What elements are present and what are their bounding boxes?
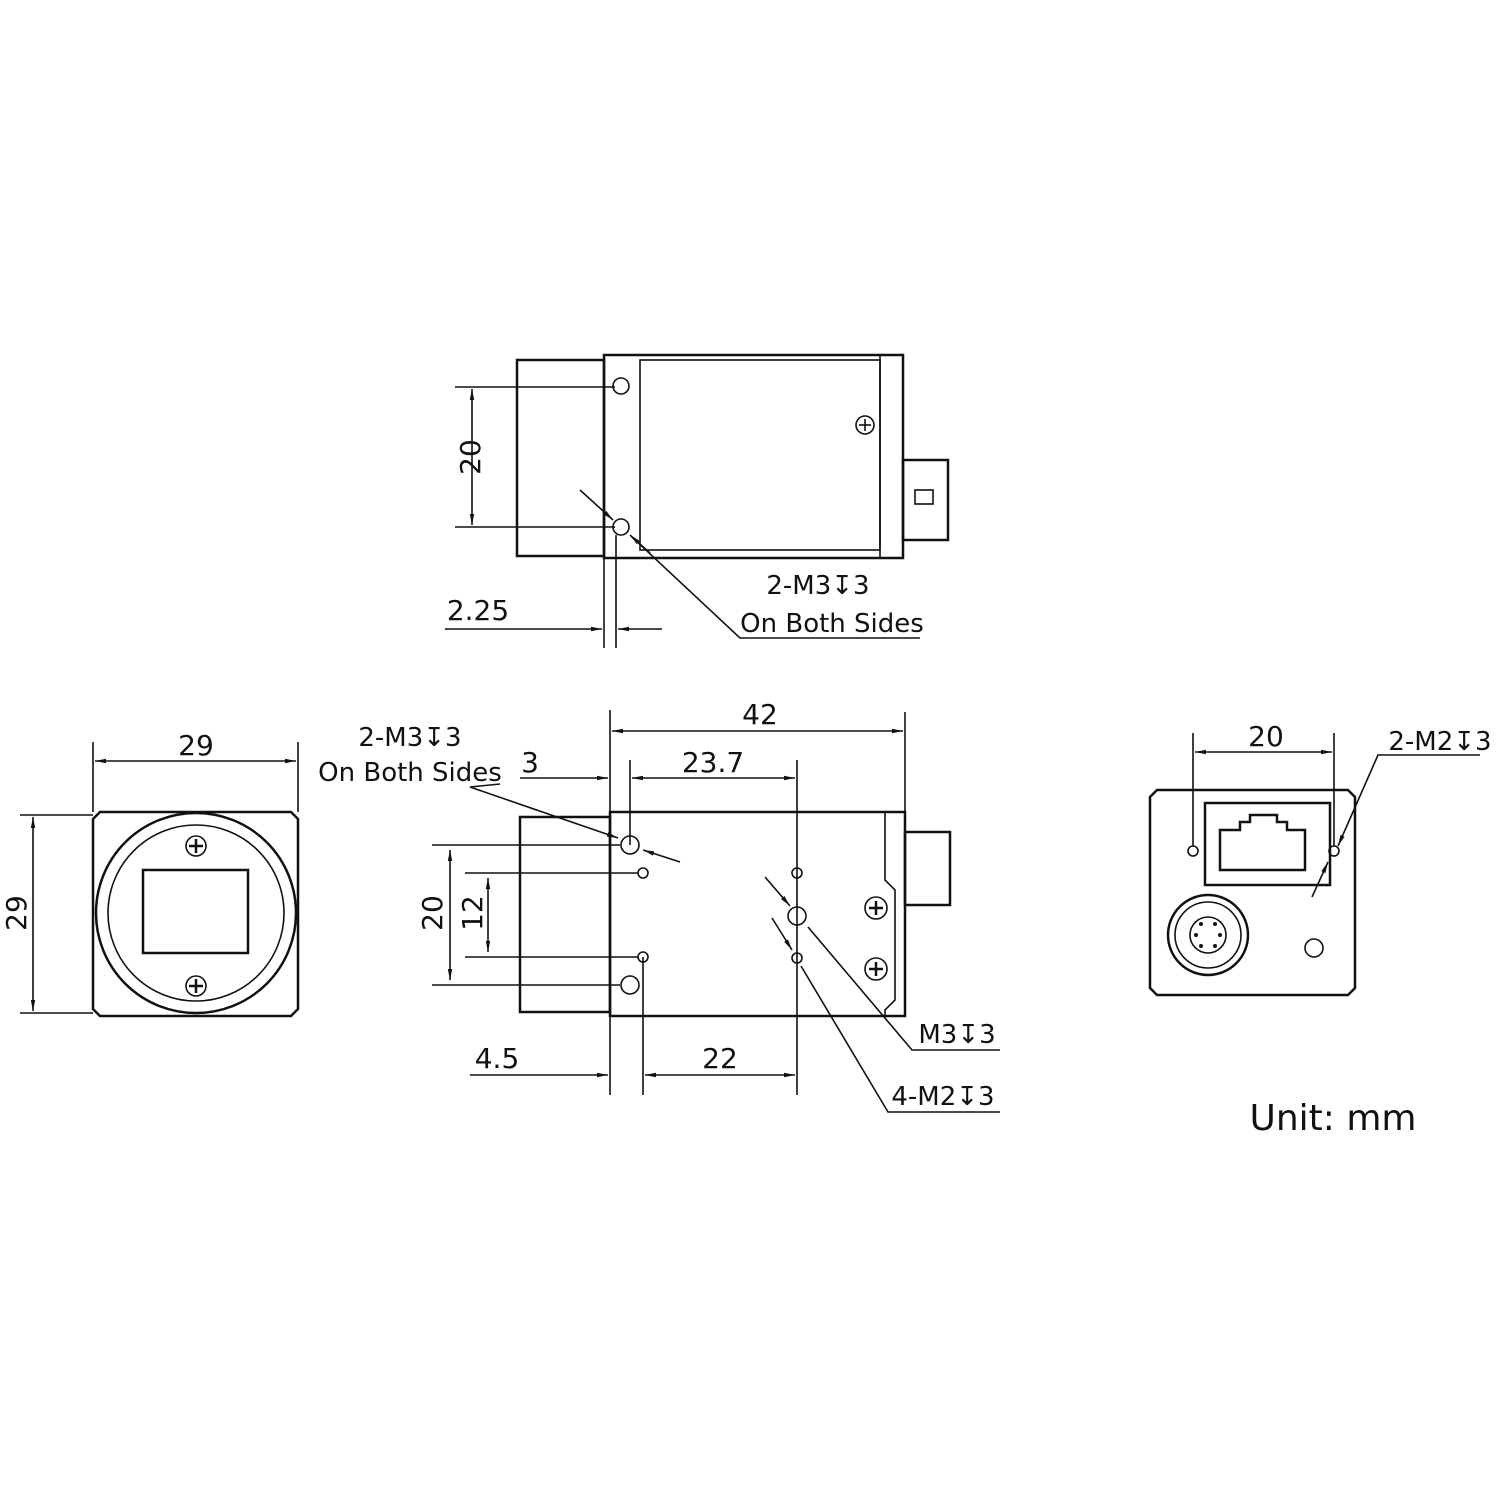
dim-hole-spacing: 20 [1248, 720, 1284, 753]
hole-label: 2-M3↧3 [358, 723, 461, 753]
side-view: 42 23.7 3 20 12 4.5 22 2-M3↧3 On Both Si… [318, 698, 1000, 1113]
dim-4-5: 4.5 [475, 1042, 520, 1075]
screw-icon [864, 896, 888, 920]
top-view: 20 2.25 2-M3↧3 On Both Sides [445, 353, 950, 648]
mount-hole [612, 377, 630, 395]
m2-hole-label: 4-M2↧3 [891, 1082, 994, 1112]
rj45-icon [1218, 813, 1307, 872]
rear-view: 20 2-M2↧3 [1148, 720, 1492, 997]
dim-width: 29 [178, 729, 214, 762]
front-view: 29 29 [0, 729, 300, 1018]
unit-label: Unit: mm [1250, 1098, 1417, 1139]
hole-label: 2-M2↧3 [1388, 727, 1491, 757]
mount-hole [620, 975, 640, 995]
dim-offset: 2.25 [447, 594, 509, 627]
ethernet-port [1203, 801, 1332, 887]
m3-hole-label: M3↧3 [918, 1020, 995, 1050]
dim-23-7: 23.7 [682, 746, 744, 779]
dim-22: 22 [702, 1042, 738, 1075]
led-indicator [1304, 938, 1324, 958]
screw-icon [855, 415, 875, 435]
dim-20: 20 [416, 895, 449, 931]
power-io-connector [1166, 893, 1250, 977]
hole-note: On Both Sides [318, 758, 502, 788]
dim-length: 42 [742, 698, 778, 731]
sensor-window [141, 868, 250, 955]
dim-3: 3 [521, 746, 539, 779]
mount-hole [1187, 845, 1199, 857]
hole-note: On Both Sides [740, 609, 924, 639]
connector [901, 458, 950, 542]
screw-icon [185, 975, 207, 997]
hole-label: 2-M3↧3 [766, 571, 869, 601]
dim-hole-spacing: 20 [454, 439, 487, 475]
dim-height: 29 [0, 895, 33, 931]
dim-12: 12 [456, 895, 489, 931]
mount-hole [637, 867, 649, 879]
mount-hole [612, 518, 630, 536]
screw-icon [864, 957, 888, 981]
connector [903, 830, 952, 907]
screw-icon [185, 835, 207, 857]
